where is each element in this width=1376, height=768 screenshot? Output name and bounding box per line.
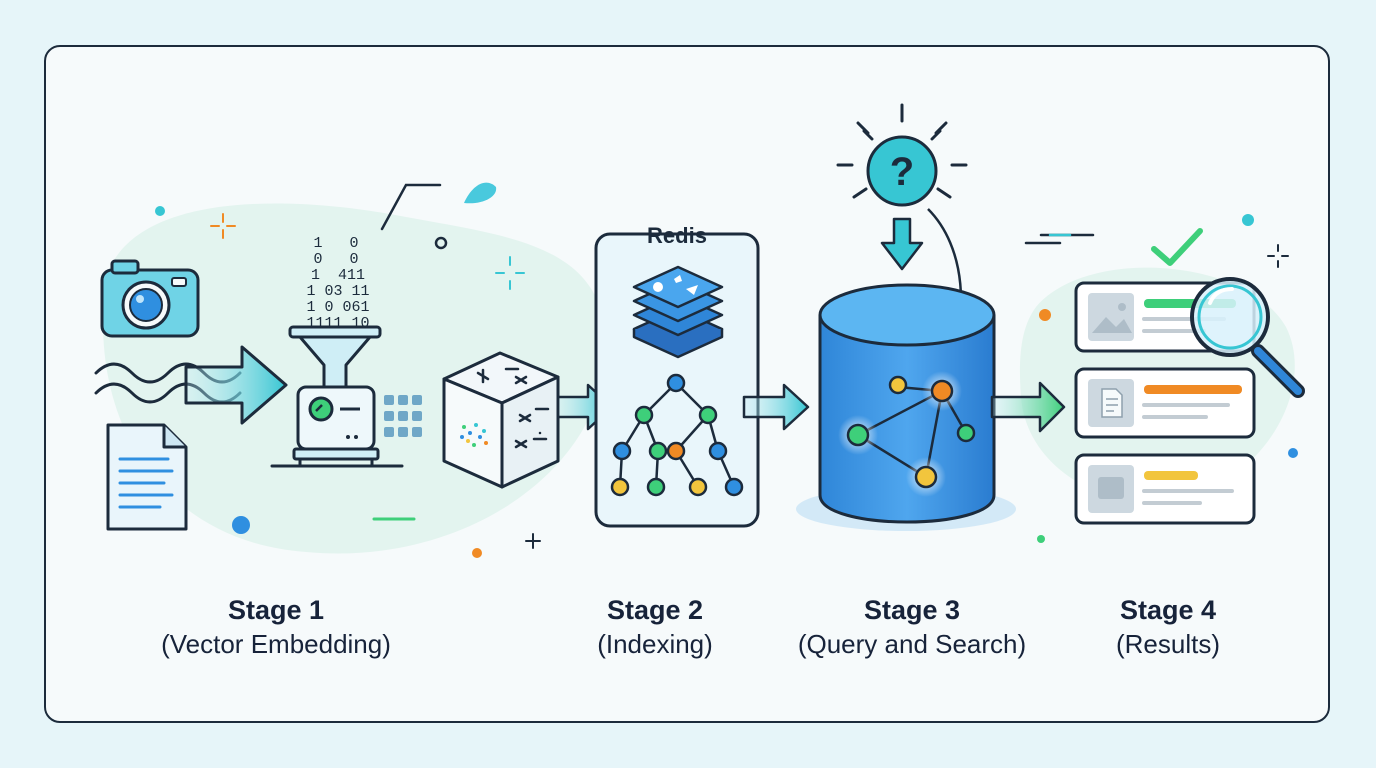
diagram-frame: 1 0 0 0 1 411 1 03 11 1 0 061 1111 10 bbox=[44, 45, 1330, 723]
stage-label: Stage 1 (Vector Embedding) bbox=[161, 593, 391, 661]
flow-arrow bbox=[742, 383, 810, 431]
stage-subtitle: (Results) bbox=[1115, 629, 1221, 659]
binary-row: 0 0 bbox=[313, 251, 358, 268]
stage-subtitle: (Indexing) bbox=[597, 629, 713, 659]
binary-stream: 1 0 0 0 1 411 1 03 11 1 0 061 1111 10 bbox=[306, 235, 369, 332]
binary-row: 1 411 bbox=[311, 267, 365, 284]
magnifier-icon bbox=[1190, 277, 1305, 398]
camera-icon bbox=[100, 259, 200, 338]
redis-stack-icon bbox=[632, 265, 724, 359]
stage-label: Stage 2 (Indexing) bbox=[597, 593, 713, 661]
vector-cube-icon bbox=[442, 351, 560, 489]
stage-label: Stage 4 (Results) bbox=[1116, 593, 1220, 661]
stage-title: Stage 3 bbox=[863, 595, 961, 625]
redis-label: Redis bbox=[647, 223, 707, 248]
redis-index-panel: Redis bbox=[594, 223, 760, 528]
stage-title: Stage 1 bbox=[227, 595, 325, 625]
binary-row: 1 03 11 bbox=[306, 283, 369, 300]
document-icon bbox=[106, 423, 188, 531]
stage-title: Stage 4 bbox=[1119, 595, 1217, 625]
result-card-list bbox=[1074, 281, 1256, 525]
binary-row: 1 0 061 bbox=[306, 299, 369, 316]
binary-row: 1 0 bbox=[313, 235, 358, 252]
stage-subtitle: (Vector Embedding) bbox=[161, 629, 391, 659]
vector-database-icon bbox=[796, 283, 1016, 531]
query-question-icon: ? bbox=[836, 103, 968, 207]
flow-arrow bbox=[990, 381, 1066, 433]
query-arrow bbox=[880, 217, 924, 271]
question-mark-glyph: ? bbox=[890, 150, 914, 194]
index-tree-graph bbox=[610, 373, 744, 497]
result-card bbox=[1074, 453, 1256, 525]
flow-arrow bbox=[184, 345, 288, 425]
result-card bbox=[1074, 367, 1256, 439]
decoration-sparkles bbox=[155, 182, 1298, 558]
stage-subtitle: (Query and Search) bbox=[797, 629, 1027, 659]
stage-title: Stage 2 bbox=[606, 595, 704, 625]
checkmark-icon bbox=[1151, 228, 1203, 266]
embedding-machine-icon bbox=[270, 325, 422, 468]
pipeline-illustration: 1 0 0 0 1 411 1 03 11 1 0 061 1111 10 bbox=[94, 103, 1305, 558]
stage-label: Stage 3 (Query and Search) bbox=[798, 593, 1026, 661]
